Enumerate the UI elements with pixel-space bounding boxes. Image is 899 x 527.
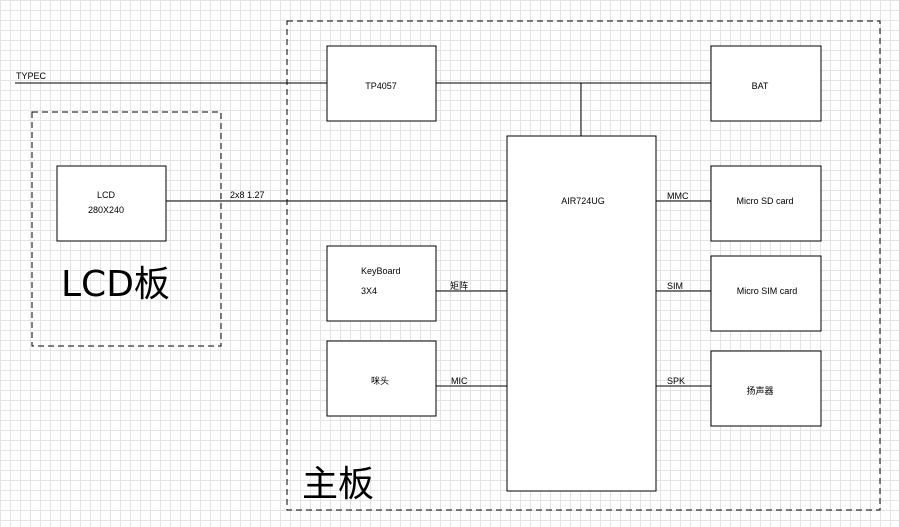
keyboard-bus-label: 矩阵 (450, 280, 468, 291)
lcd-board-region (31, 111, 222, 347)
mic-block-label: 咪头 (371, 376, 389, 386)
micro-sim-block (710, 255, 822, 332)
keyboard-label-line2: 3X4 (361, 286, 377, 296)
sim-label: SIM (667, 281, 683, 291)
speaker-block (710, 350, 822, 427)
keyboard-label-line1: KeyBoard (361, 266, 401, 276)
tp4057-block (326, 45, 437, 122)
main-board-title: 主板 (302, 464, 374, 505)
mic-block (326, 340, 437, 417)
lcd-board-title: LCD板 (61, 264, 170, 305)
micro-sim-label: Micro SIM card (737, 286, 798, 296)
lcd-label-line1: LCD (97, 190, 116, 200)
mcu-block (506, 135, 657, 492)
lcd-label-line2: 280X240 (88, 205, 124, 215)
mic-bus-label: MIC (451, 376, 468, 386)
keyboard-block (326, 245, 437, 322)
bat-block (710, 45, 822, 122)
tp4057-label: TP4057 (365, 81, 397, 91)
mcu-label: AIR724UG (561, 196, 605, 206)
lcd-bus-label: 2x8 1.27 (230, 190, 265, 200)
micro-sd-label: Micro SD card (736, 196, 793, 206)
lcd-block (56, 165, 167, 242)
bat-label: BAT (752, 81, 769, 91)
micro-sd-block (710, 165, 822, 242)
spk-label: SPK (667, 376, 685, 386)
speaker-label: 扬声器 (746, 385, 773, 396)
mmc-label: MMC (667, 191, 689, 201)
typec-label: TYPEC (16, 71, 47, 81)
